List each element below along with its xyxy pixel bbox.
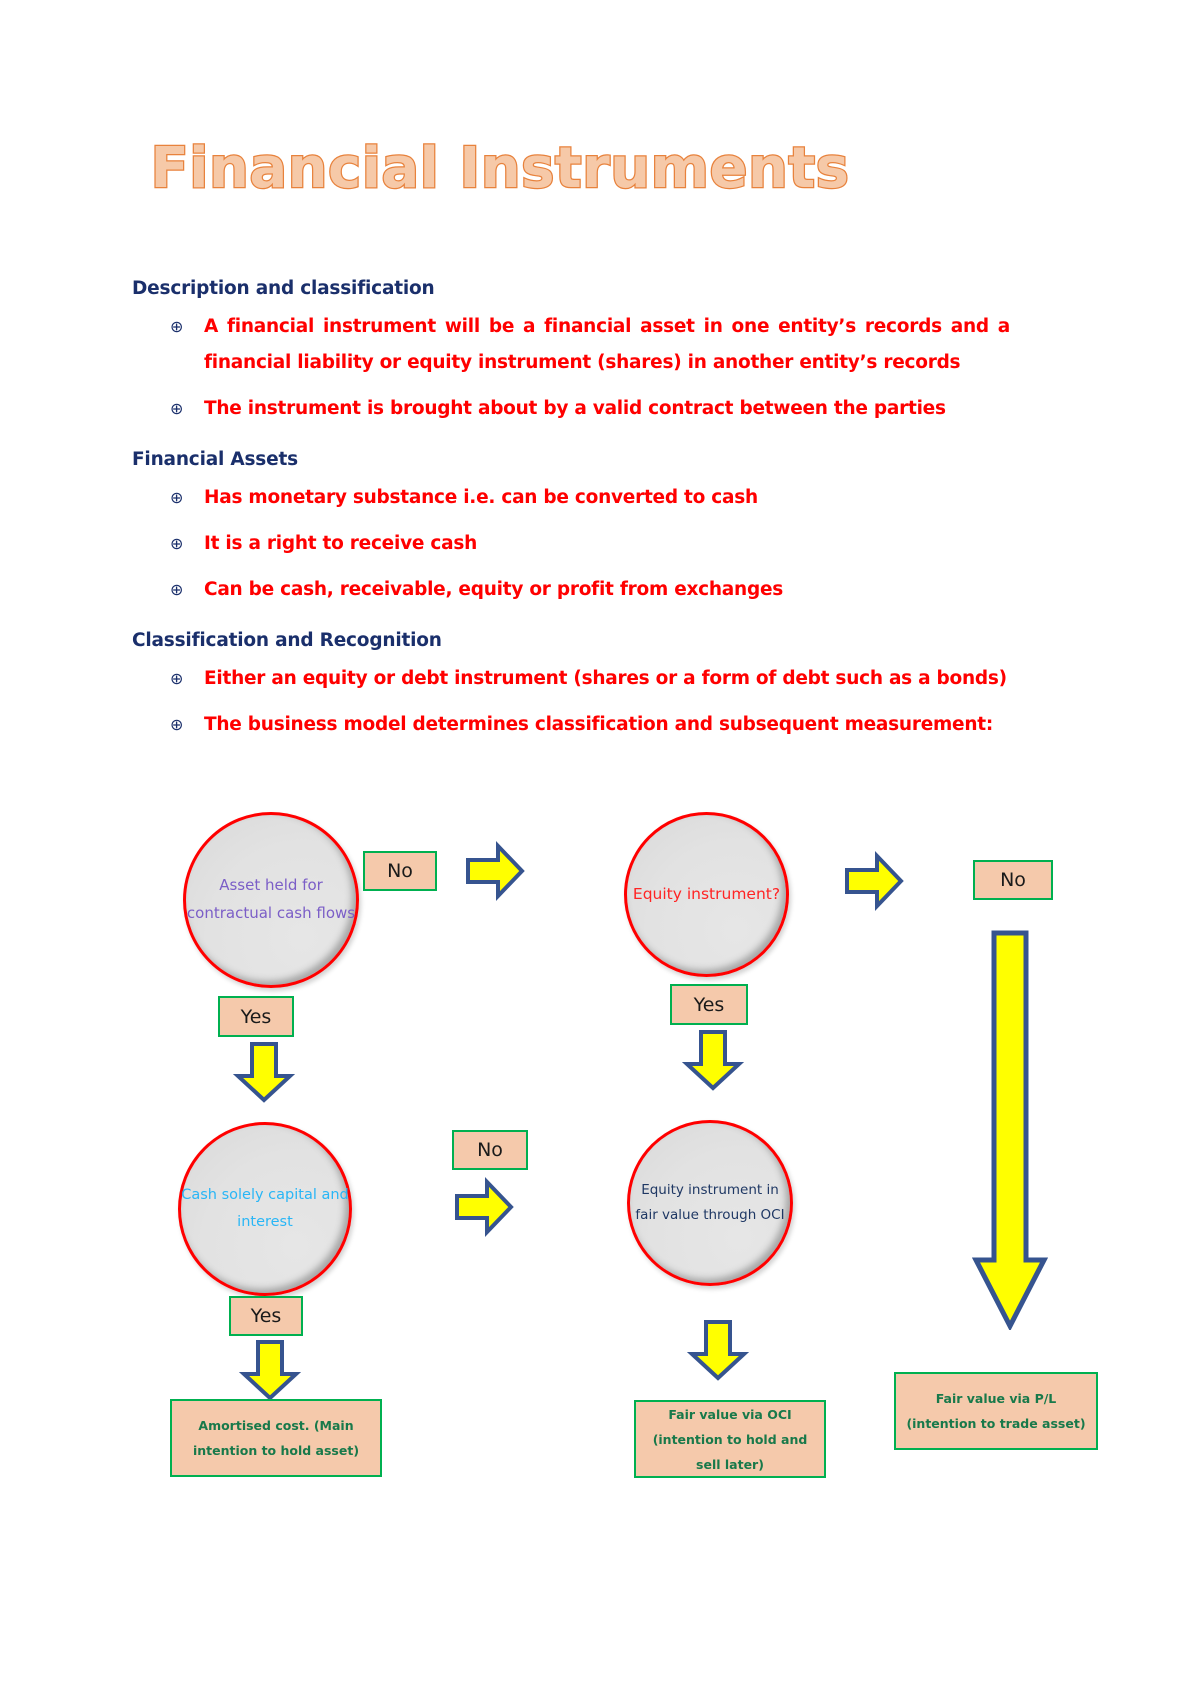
flow-label-no-2[interactable]: No xyxy=(452,1130,528,1170)
arrow-down-long-icon xyxy=(972,930,1048,1330)
flow-label-yes-1[interactable]: Yes xyxy=(218,996,294,1037)
arrow-down-icon xyxy=(232,1040,296,1104)
page-title: Financial Instruments xyxy=(149,135,850,203)
bullet-list: ⊕ Either an equity or debt instrument (s… xyxy=(132,661,1012,743)
flow-node-equity-instrument[interactable]: Equity instrument? xyxy=(624,812,789,977)
flow-node-equity-fvoci[interactable]: Equity instrument in fair value through … xyxy=(627,1120,793,1286)
list-item-text: Has monetary substance i.e. can be conve… xyxy=(204,487,758,508)
list-item: ⊕ The business model determines classifi… xyxy=(132,707,1012,743)
flow-node-asset-held[interactable]: Asset held for contractual cash flows xyxy=(183,812,359,988)
list-item-text: The instrument is brought about by a val… xyxy=(204,398,946,419)
circled-plus-icon: ⊕ xyxy=(170,580,184,599)
flow-result-fair-value-oci[interactable]: Fair value via OCI (intention to hold an… xyxy=(634,1400,826,1478)
flow-node-cash-solely[interactable]: Cash solely capital and interest xyxy=(178,1122,352,1296)
list-item-text: A financial instrument will be a financi… xyxy=(204,316,1010,373)
list-item-text: The business model determines classifica… xyxy=(204,714,994,735)
arrow-right-icon xyxy=(464,840,526,902)
list-item: ⊕ Has monetary substance i.e. can be con… xyxy=(132,480,1012,516)
flow-label-yes-2[interactable]: Yes xyxy=(670,984,748,1025)
flow-label-no-1[interactable]: No xyxy=(363,851,437,891)
circled-plus-icon: ⊕ xyxy=(170,399,184,418)
arrow-down-icon xyxy=(681,1028,745,1092)
circled-plus-icon: ⊕ xyxy=(170,534,184,553)
list-item: ⊕ The instrument is brought about by a v… xyxy=(132,391,1012,427)
arrow-right-icon xyxy=(453,1176,515,1238)
document-body: Description and classification ⊕ A finan… xyxy=(132,278,1012,743)
circled-plus-icon: ⊕ xyxy=(170,669,184,688)
flow-result-amortised-cost[interactable]: Amortised cost. (Main intention to hold … xyxy=(170,1399,382,1477)
list-item-text: Can be cash, receivable, equity or profi… xyxy=(204,579,784,600)
list-item: ⊕ A financial instrument will be a finan… xyxy=(132,309,1012,381)
circled-plus-icon: ⊕ xyxy=(170,488,184,507)
arrow-right-icon xyxy=(843,850,905,912)
circled-plus-icon: ⊕ xyxy=(170,317,184,336)
flow-label-yes-3[interactable]: Yes xyxy=(229,1296,303,1336)
list-item-text: Either an equity or debt instrument (sha… xyxy=(204,668,1007,689)
bullet-list: ⊕ Has monetary substance i.e. can be con… xyxy=(132,480,1012,608)
section-heading: Description and classification xyxy=(132,278,435,299)
flow-result-fair-value-pl[interactable]: Fair value via P/L (intention to trade a… xyxy=(894,1372,1098,1450)
section-heading: Classification and Recognition xyxy=(132,630,442,651)
arrow-down-icon xyxy=(686,1318,750,1382)
list-item-text: It is a right to receive cash xyxy=(204,533,477,554)
list-item: ⊕ It is a right to receive cash xyxy=(132,526,1012,562)
flow-label-no-3[interactable]: No xyxy=(973,860,1053,900)
section-heading: Financial Assets xyxy=(132,449,298,470)
bullet-list: ⊕ A financial instrument will be a finan… xyxy=(132,309,1012,427)
section-financial-assets: Financial Assets ⊕ Has monetary substanc… xyxy=(132,449,1012,608)
section-classification-and-recognition: Classification and Recognition ⊕ Either … xyxy=(132,630,1012,743)
section-description-and-classification: Description and classification ⊕ A finan… xyxy=(132,278,1012,427)
circled-plus-icon: ⊕ xyxy=(170,715,184,734)
arrow-down-icon xyxy=(238,1338,302,1402)
list-item: ⊕ Either an equity or debt instrument (s… xyxy=(132,661,1012,697)
list-item: ⊕ Can be cash, receivable, equity or pro… xyxy=(132,572,1012,608)
